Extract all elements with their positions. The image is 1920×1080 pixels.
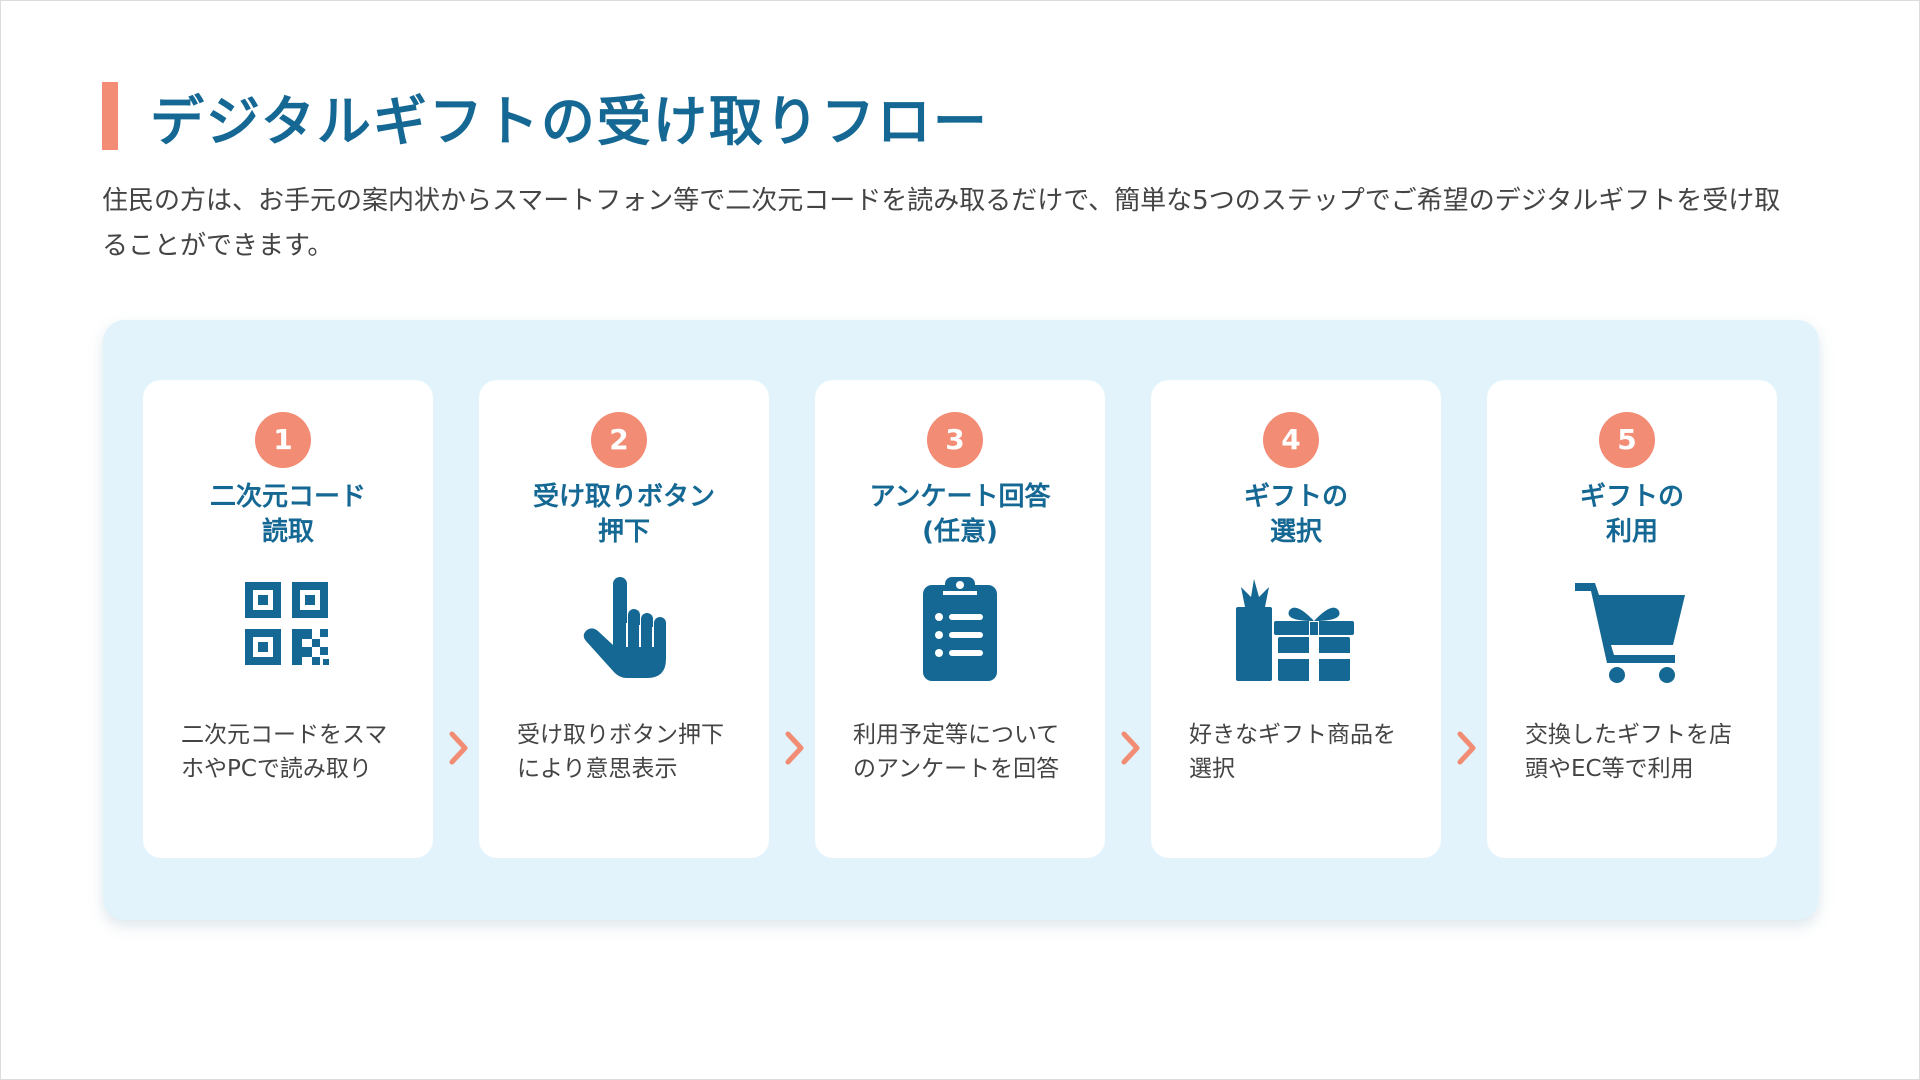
- step-description: 二次元コードをスマホやPCで読み取り: [181, 722, 388, 782]
- title-row: デジタルギフトの受け取りフロー: [102, 81, 989, 153]
- step-title: ギフトの 利用: [1579, 482, 1684, 547]
- step-number-badge: 3: [927, 412, 983, 468]
- chevron-right-icon: [1119, 728, 1143, 768]
- step-card-1: 1 二次元コード 読取: [143, 380, 433, 858]
- qr-code-icon: [223, 575, 353, 685]
- step-card-5: 5 ギフトの 利用 交換したギフトを店頭やEC等で利用: [1487, 380, 1777, 858]
- gift-icon: [1231, 575, 1361, 685]
- clipboard-list-icon: [895, 575, 1025, 685]
- step-title: ギフトの 選択: [1243, 482, 1348, 547]
- page-title: デジタルギフトの受け取りフロー: [150, 89, 989, 153]
- flow-panel: 1 二次元コード 読取: [103, 320, 1819, 920]
- step-number-badge: 4: [1263, 412, 1319, 468]
- step-title: 二次元コード 読取: [209, 482, 366, 547]
- chevron-right-icon: [783, 728, 807, 768]
- step-title: アンケート回答 (任意): [869, 482, 1051, 547]
- step-description: 好きなギフト商品を選択: [1189, 722, 1396, 782]
- step-card-3: 3 アンケート回答 (任意): [815, 380, 1105, 858]
- step-number-badge: 1: [255, 412, 311, 468]
- step-number-badge: 5: [1599, 412, 1655, 468]
- page-description: 住民の方は、お手元の案内状からスマートフォン等で二次元コードを読み取るだけで、簡…: [102, 186, 1781, 261]
- step-title: 受け取りボタン 押下: [532, 482, 715, 547]
- chevron-right-icon: [447, 728, 471, 768]
- chevron-right-icon: [1455, 728, 1479, 768]
- title-accent-bar: [102, 82, 118, 150]
- step-description: 利用予定等についてのアンケートを回答: [853, 722, 1060, 782]
- pointing-hand-icon: [559, 575, 689, 685]
- step-description: 受け取りボタン押下により意思表示: [517, 722, 724, 782]
- step-number-badge: 2: [591, 412, 647, 468]
- step-description: 交換したギフトを店頭やEC等で利用: [1525, 722, 1732, 782]
- step-card-4: 4 ギフトの 選択: [1151, 380, 1441, 858]
- shopping-cart-icon: [1567, 575, 1697, 685]
- step-card-2: 2 受け取りボタン 押下: [479, 380, 769, 858]
